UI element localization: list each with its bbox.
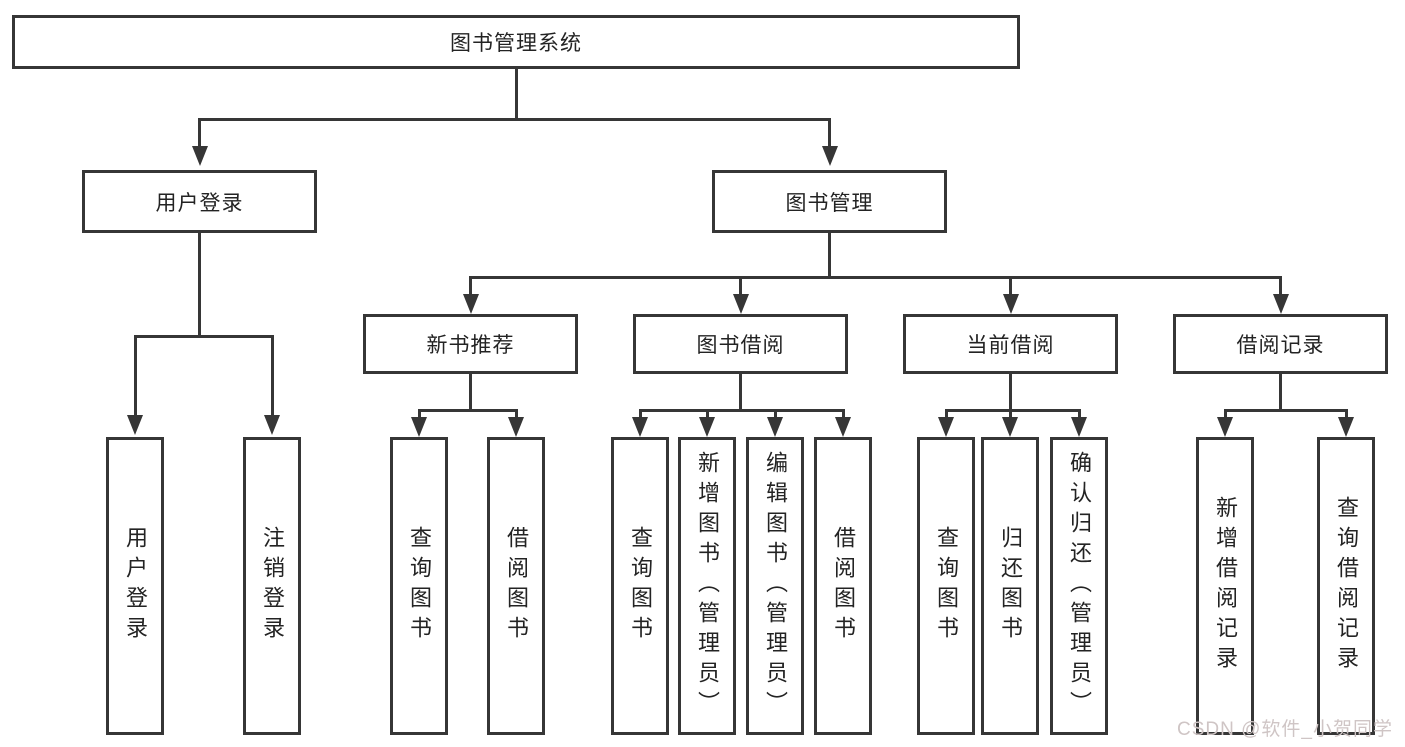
arrow-to-borrow-records: [1272, 276, 1289, 314]
arrow-to-add-borrow-record: [1217, 409, 1233, 437]
node-root-library-system: 图书管理系统: [12, 15, 1020, 69]
arrow-to-add-book-admin: [699, 409, 715, 437]
arrow-to-query-books-1: [411, 409, 427, 437]
arrow-to-borrow-books-1: [508, 409, 524, 437]
leaf-user-login: 用户登录: [106, 437, 164, 735]
connector-root-branch: [198, 118, 831, 121]
node-new-book-recommend: 新书推荐: [363, 314, 578, 374]
arrow-to-new-book-recommend: [462, 276, 479, 314]
node-borrow-records: 借阅记录: [1173, 314, 1388, 374]
connector-root-stub: [514, 69, 518, 118]
arrow-to-book-borrow: [732, 276, 749, 314]
leaf-return-book: 归还图书: [981, 437, 1039, 735]
node-label: 图书管理系统: [450, 32, 582, 55]
leaf-borrow-books-1: 借阅图书: [487, 437, 545, 735]
connector-book-borrow-stub: [739, 374, 742, 409]
node-label: 用户登录: [123, 526, 148, 646]
node-label: 归还图书: [998, 526, 1023, 646]
node-label: 注销登录: [260, 526, 285, 646]
node-label: 用户登录: [155, 191, 244, 215]
leaf-query-books-2: 查询图书: [611, 437, 669, 735]
leaf-confirm-return-admin: 确认归还（管理员）: [1050, 437, 1108, 735]
connector-user-login-stub: [198, 233, 201, 335]
node-book-management: 图书管理: [712, 170, 947, 233]
node-label: 查询图书: [934, 526, 959, 646]
leaf-query-books-3: 查询图书: [917, 437, 975, 735]
node-current-borrow: 当前借阅: [903, 314, 1118, 374]
node-label: 当前借阅: [966, 334, 1055, 357]
arrow-to-return-book: [1002, 409, 1018, 437]
connector-book-management-stub: [828, 233, 831, 276]
node-label: 新增借阅记录: [1213, 496, 1238, 676]
leaf-query-borrow-record: 查询借阅记录: [1317, 437, 1375, 735]
arrow-to-edit-book-admin: [767, 409, 783, 437]
connector-new-book-branch: [417, 409, 518, 412]
connector-book-borrow-branch: [638, 409, 845, 412]
arrow-to-borrow-books-2: [835, 409, 851, 437]
arrow-to-user-login: [191, 118, 208, 166]
node-label: 新增图书（管理员）: [695, 451, 720, 721]
arrow-to-current-borrow: [1002, 276, 1019, 314]
connector-new-book-stub: [469, 374, 472, 409]
node-label: 查询借阅记录: [1334, 496, 1359, 676]
node-label: 图书管理: [785, 191, 874, 215]
node-label: 图书借阅: [696, 334, 785, 357]
connector-current-borrow-stub: [1009, 374, 1012, 409]
node-label: 借阅图书: [831, 526, 856, 646]
node-label: 编辑图书（管理员）: [763, 451, 788, 721]
arrow-to-query-books-2: [632, 409, 648, 437]
connector-book-management-branch: [469, 276, 1282, 279]
leaf-logout: 注销登录: [243, 437, 301, 735]
node-label: 确认归还（管理员）: [1067, 451, 1092, 721]
connector-current-borrow-branch: [944, 409, 1081, 412]
node-label: 查询图书: [628, 526, 653, 646]
node-label: 查询图书: [407, 526, 432, 646]
node-book-borrow: 图书借阅: [633, 314, 848, 374]
leaf-add-borrow-record: 新增借阅记录: [1196, 437, 1254, 735]
leaf-edit-book-admin: 编辑图书（管理员）: [746, 437, 804, 735]
connector-borrow-records-stub: [1279, 374, 1282, 409]
arrow-to-book-management: [821, 118, 838, 166]
leaf-query-books-1: 查询图书: [390, 437, 448, 735]
node-user-login: 用户登录: [82, 170, 317, 233]
connector-user-login-branch: [133, 335, 274, 338]
node-label: 借阅图书: [504, 526, 529, 646]
arrow-to-leaf-logout: [264, 335, 280, 435]
node-label: 借阅记录: [1236, 334, 1325, 357]
leaf-borrow-books-2: 借阅图书: [814, 437, 872, 735]
arrow-to-leaf-user-login: [127, 335, 143, 435]
leaf-add-book-admin: 新增图书（管理员）: [678, 437, 736, 735]
node-label: 新书推荐: [426, 334, 515, 357]
arrow-to-query-borrow-record: [1338, 409, 1354, 437]
arrow-to-query-books-3: [938, 409, 954, 437]
arrow-to-confirm-return-admin: [1071, 409, 1087, 437]
connector-borrow-records-branch: [1223, 409, 1348, 412]
